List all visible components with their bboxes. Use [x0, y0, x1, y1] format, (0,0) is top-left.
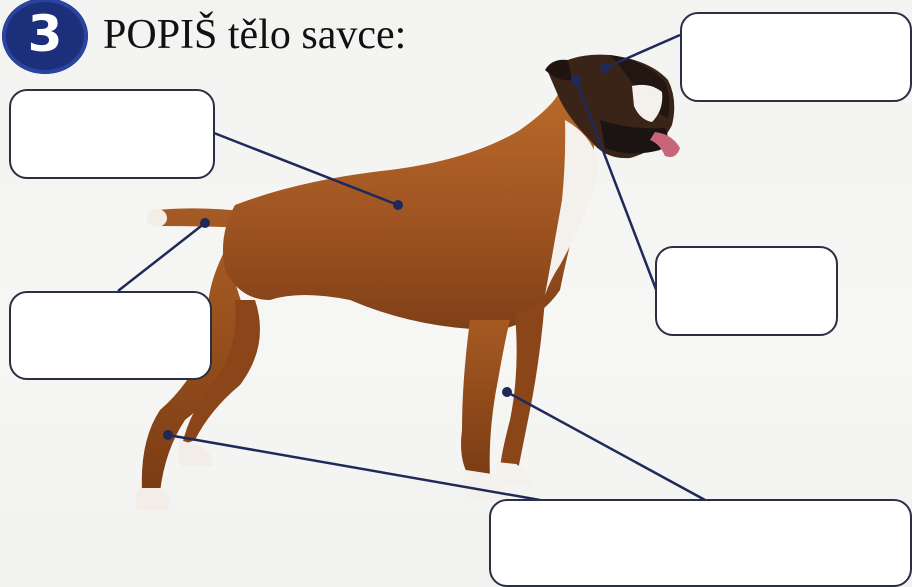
leader-dot-tail — [200, 218, 210, 228]
leader-lines — [117, 33, 706, 502]
exercise-number: 3 — [27, 5, 63, 63]
leader-dot-front-leg — [502, 387, 512, 397]
answer-box-tail[interactable] — [9, 291, 212, 380]
leader-line-chest — [574, 79, 659, 293]
leader-line-tail — [117, 222, 206, 292]
leader-line-back — [213, 131, 399, 207]
answer-box-legs[interactable] — [489, 499, 912, 587]
leader-line-head — [604, 33, 681, 70]
answer-box-chest[interactable] — [655, 246, 838, 336]
dog-chest — [545, 120, 599, 295]
answer-box-back[interactable] — [9, 89, 215, 179]
leader-dot-chest — [571, 75, 581, 85]
leader-line-front-leg — [506, 390, 706, 502]
leader-dots — [163, 63, 610, 440]
exercise-title: POPIŠ tělo savce: — [103, 12, 407, 58]
leader-dot-hind-leg — [163, 430, 173, 440]
dog-body — [222, 90, 595, 330]
leader-dot-back — [393, 200, 403, 210]
answer-box-head[interactable] — [680, 12, 912, 102]
exercise-number-badge: 3 — [2, 0, 88, 74]
dog-front-legs — [461, 300, 545, 500]
leader-line-hind-leg — [167, 433, 541, 502]
leader-dot-head — [600, 63, 610, 73]
